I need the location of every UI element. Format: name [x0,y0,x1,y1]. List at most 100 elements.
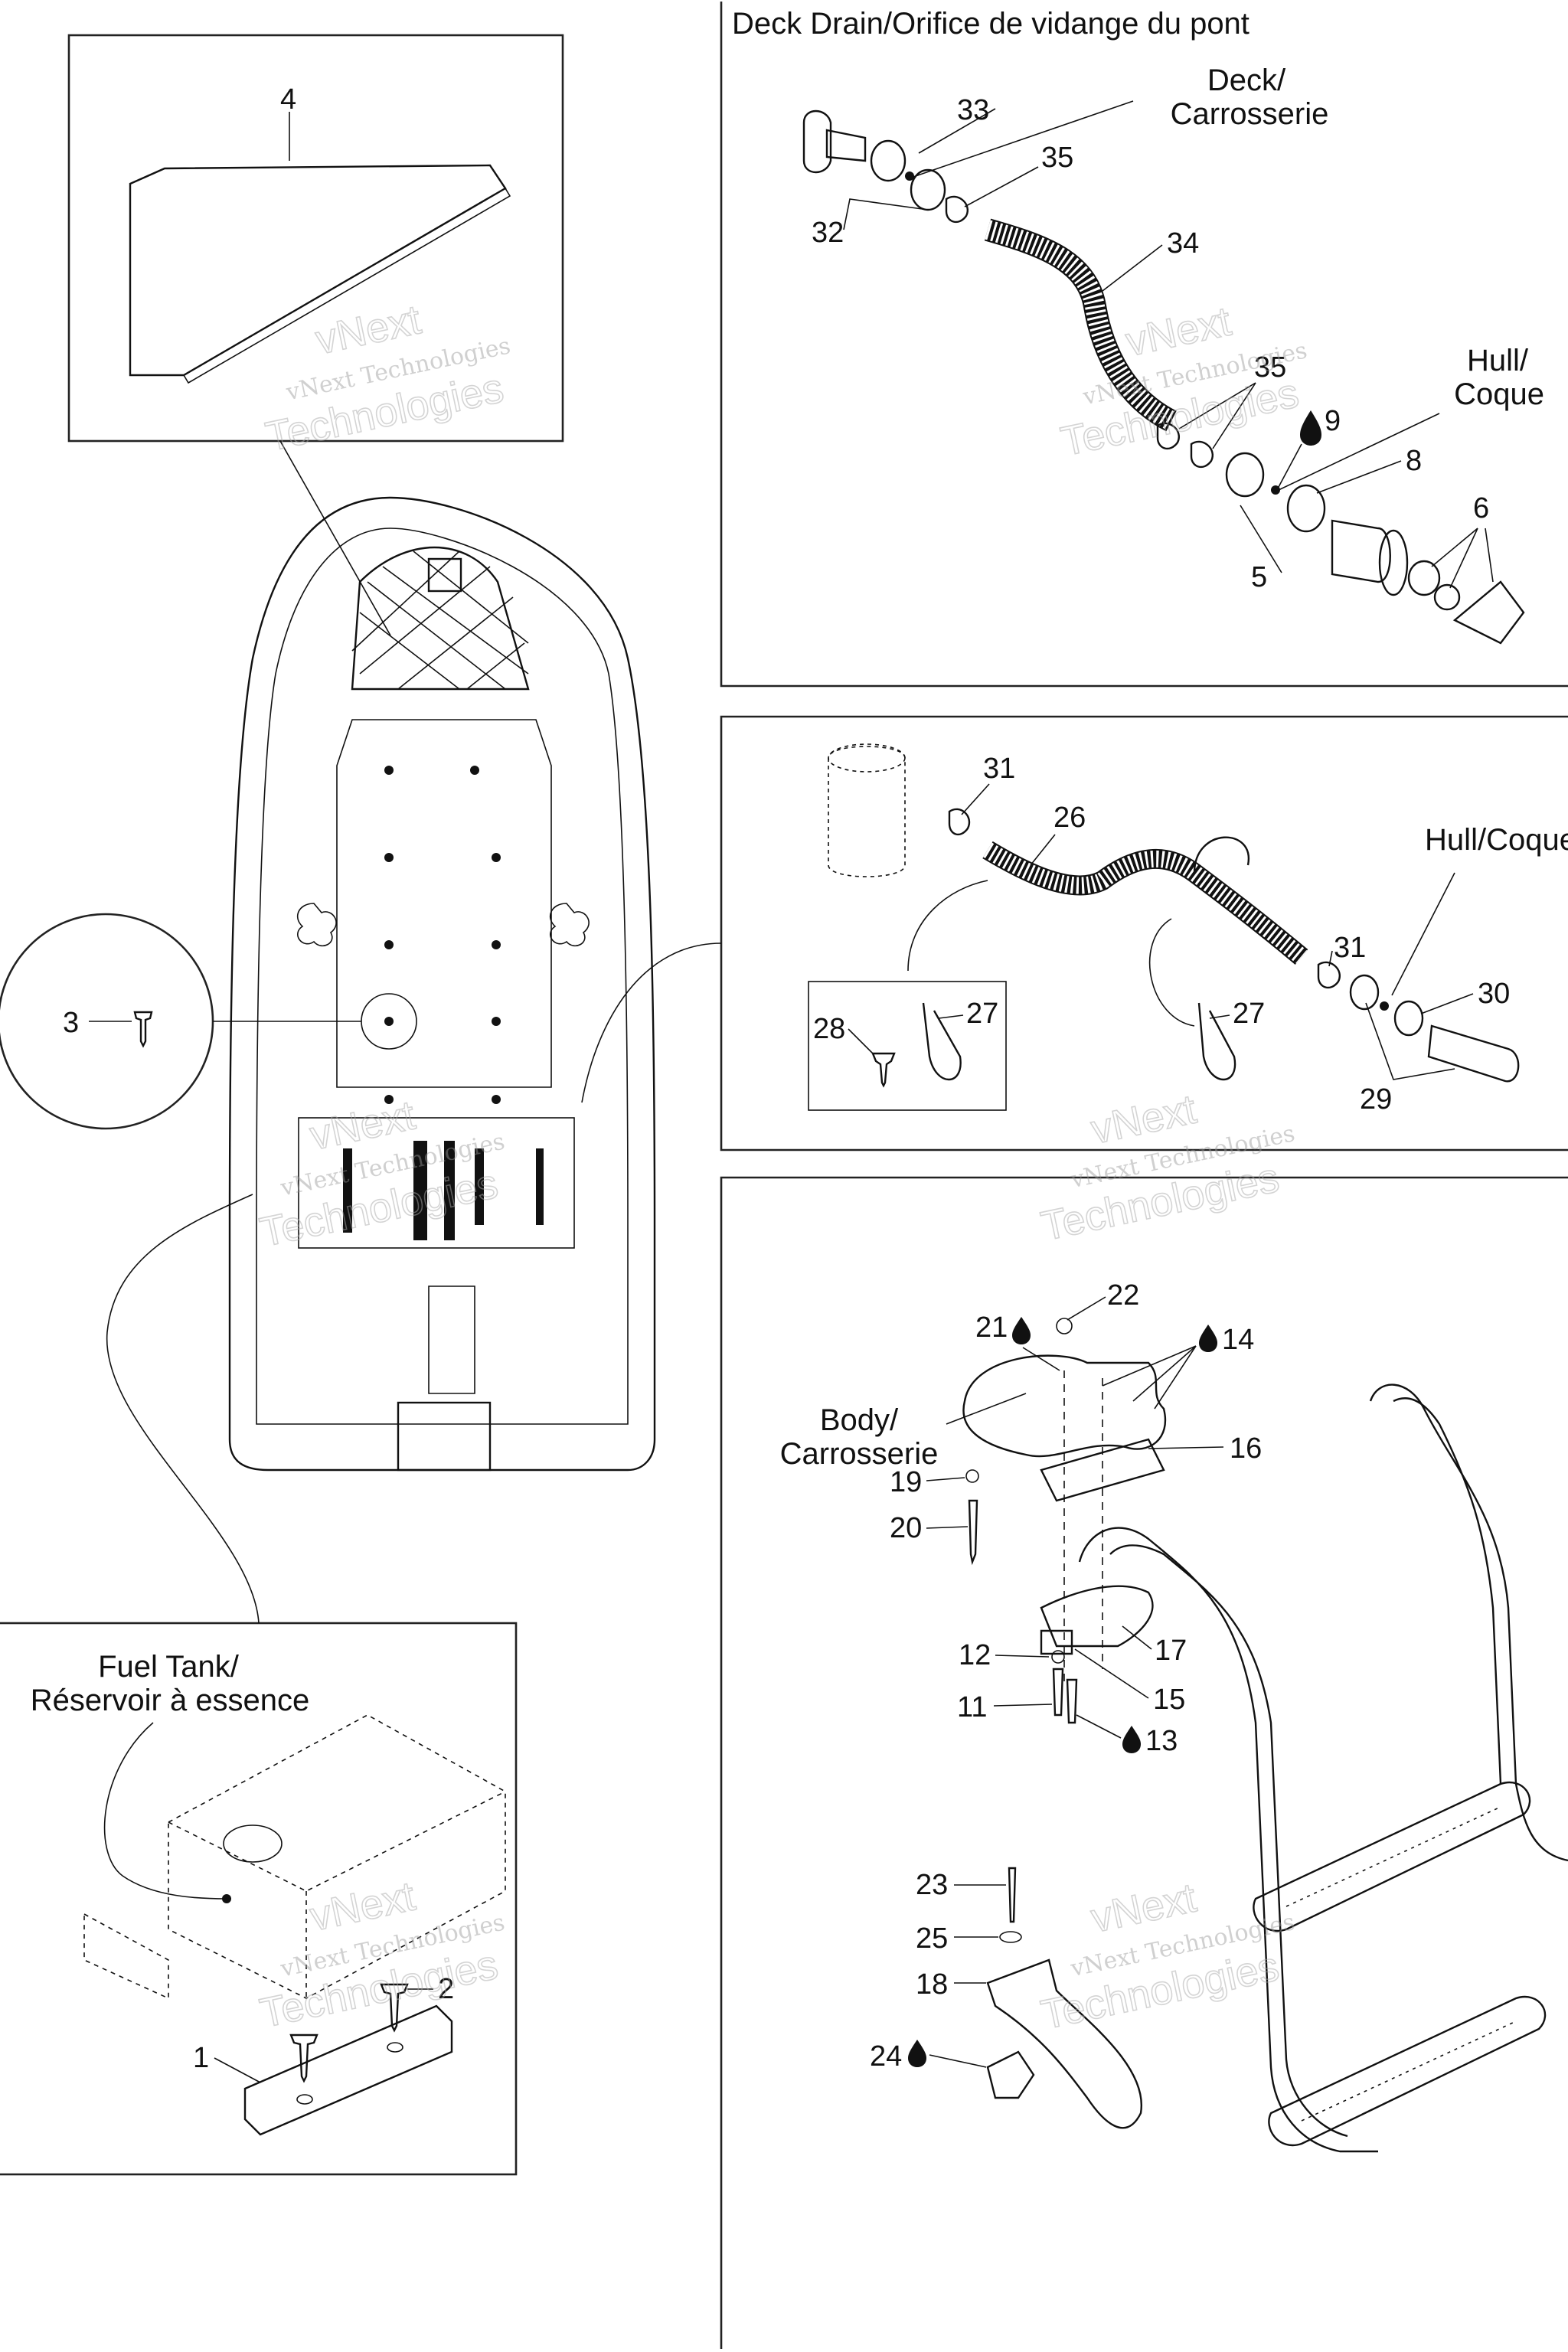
callout-30: 30 [1478,978,1510,1010]
callout-34-leader [1102,244,1163,292]
hull-cover [1452,580,1525,645]
hull-leader [1278,413,1440,491]
tank-screw-2-icon [380,1983,409,2033]
hull-fitting-29 [1427,1024,1520,1083]
callout-5: 5 [1251,561,1267,593]
callout-4: 4 [280,83,296,116]
body-leader [946,1393,1027,1425]
strap-hole-2 [387,2042,403,2053]
boat-overview [106,496,722,1624]
fuel-tank-label-1: Fuel Tank/ [98,1650,240,1684]
gasket-6 [1407,560,1441,596]
callout-22-leader [1067,1296,1106,1321]
bilge-leader [581,942,722,1103]
callout-28: 28 [813,1013,845,1045]
callout-17-leader [1122,1625,1152,1650]
storage-lid-drawing: 4 [129,83,511,636]
callout-26: 26 [1054,802,1086,834]
ladder-panel: Body/ Carrosserie 21 22 [780,1279,1568,2153]
step-lower-tread [1301,2020,1517,2122]
callout-15-leader [1074,1648,1149,1699]
cockpit-floor [336,719,552,1088]
callout-2: 2 [438,1973,454,2005]
callout-1: 1 [193,2042,209,2074]
rest-bracket-18 [986,1958,1143,2129]
drop-icon-13 [1122,1726,1141,1753]
callout-24-leader [929,2054,987,2068]
callout-28-leader [848,1028,874,1054]
deck-drain-frame [720,2,1568,688]
clamp-31-b [1317,961,1341,989]
body-mount-pad [962,1354,1166,1458]
storage-lid-frame [67,34,564,443]
ladder-step-upper [1253,1781,1531,1932]
washer-25 [999,1931,1022,1943]
bilge-hose-panel: Hull/Coque 31 26 28 27 27 31 30 29 [813,743,1568,1116]
ladder-rail-left-inner [1109,1544,1348,2138]
rivet-20-icon [968,1499,978,1566]
bilge-hose-frame [720,715,1568,1152]
ladder-rail-left [1078,1527,1378,2153]
deck-nut [910,168,946,211]
callout-16: 16 [1230,1432,1262,1465]
callout-6-leader-b [1449,528,1478,589]
deck-label-1: Deck/ [1207,64,1286,97]
fuel-tank-label-2: Réservoir à essence [31,1684,310,1717]
tank-support [83,1913,169,2000]
tank-screw-1-icon [289,2034,318,2083]
callout-19: 19 [890,1466,922,1498]
ladder-rail-right [1369,1383,1568,1862]
watermark-4: vNext vNext Technologies Technologies [1037,1086,1297,1250]
callout-11-leader [993,1704,1053,1707]
ladder-frame [720,1176,1568,2349]
callout-34: 34 [1167,227,1199,260]
callout-6: 6 [1473,492,1489,524]
deck-washer-33 [870,139,906,182]
deck-sealant-dot [905,172,914,181]
drop-icon-21 [1012,1317,1031,1344]
plug-6 [1433,583,1461,611]
callout-6-leader-c [1485,528,1494,583]
callout-6-leader-a [1431,528,1478,567]
callout-35a-leader [964,166,1039,207]
callout-14: 14 [1222,1324,1254,1356]
washer-22 [1056,1318,1073,1334]
callout-12: 12 [959,1639,991,1671]
callout-18: 18 [916,1968,948,2001]
hull-washer-8 [1286,484,1326,533]
cleat-right [549,903,590,946]
ladder-rail-right-inner [1393,1397,1502,1785]
screw-23-icon [1008,1867,1017,1923]
hull-nut [1225,452,1265,498]
bolt-11-icon [1052,1668,1064,1717]
plate-16 [1040,1438,1165,1502]
callout-13-leader [1076,1714,1122,1739]
deck-drain-panel: Deck Drain/Orifice de vidange du pont De… [732,7,1544,645]
drop-icon [1300,410,1321,446]
callout-35a: 35 [1041,142,1073,174]
washer-12 [1051,1650,1065,1664]
tank-strap [243,2004,453,2136]
clamp-35-b [1190,440,1214,469]
callout-14-leader-a [1102,1345,1197,1387]
callout-30-leader [1420,993,1474,1014]
strap-hole-1 [296,2094,313,2105]
cleat-left [296,903,337,946]
fuel-tank-frame [0,1622,518,2176]
watermark-1: vNext vNext Technologies Technologies [261,296,513,460]
screw-icon [133,1011,153,1048]
callout-12-leader [995,1655,1050,1658]
hose-34-body [985,220,1177,430]
hose-loop [1193,836,1250,874]
callout-23: 23 [916,1869,948,1901]
callout-21: 21 [975,1312,1008,1344]
fuel-filler-neck [223,1824,283,1863]
callout-32: 32 [812,217,844,249]
transom-step [397,1401,492,1472]
deck-drain-location [427,557,462,593]
hull-label-1: Hull/ [1467,344,1529,377]
clip-inset-frame [808,981,1007,1111]
lid-edge [183,188,511,384]
screw-28-icon [871,1052,896,1088]
callout-19-leader [926,1477,965,1481]
